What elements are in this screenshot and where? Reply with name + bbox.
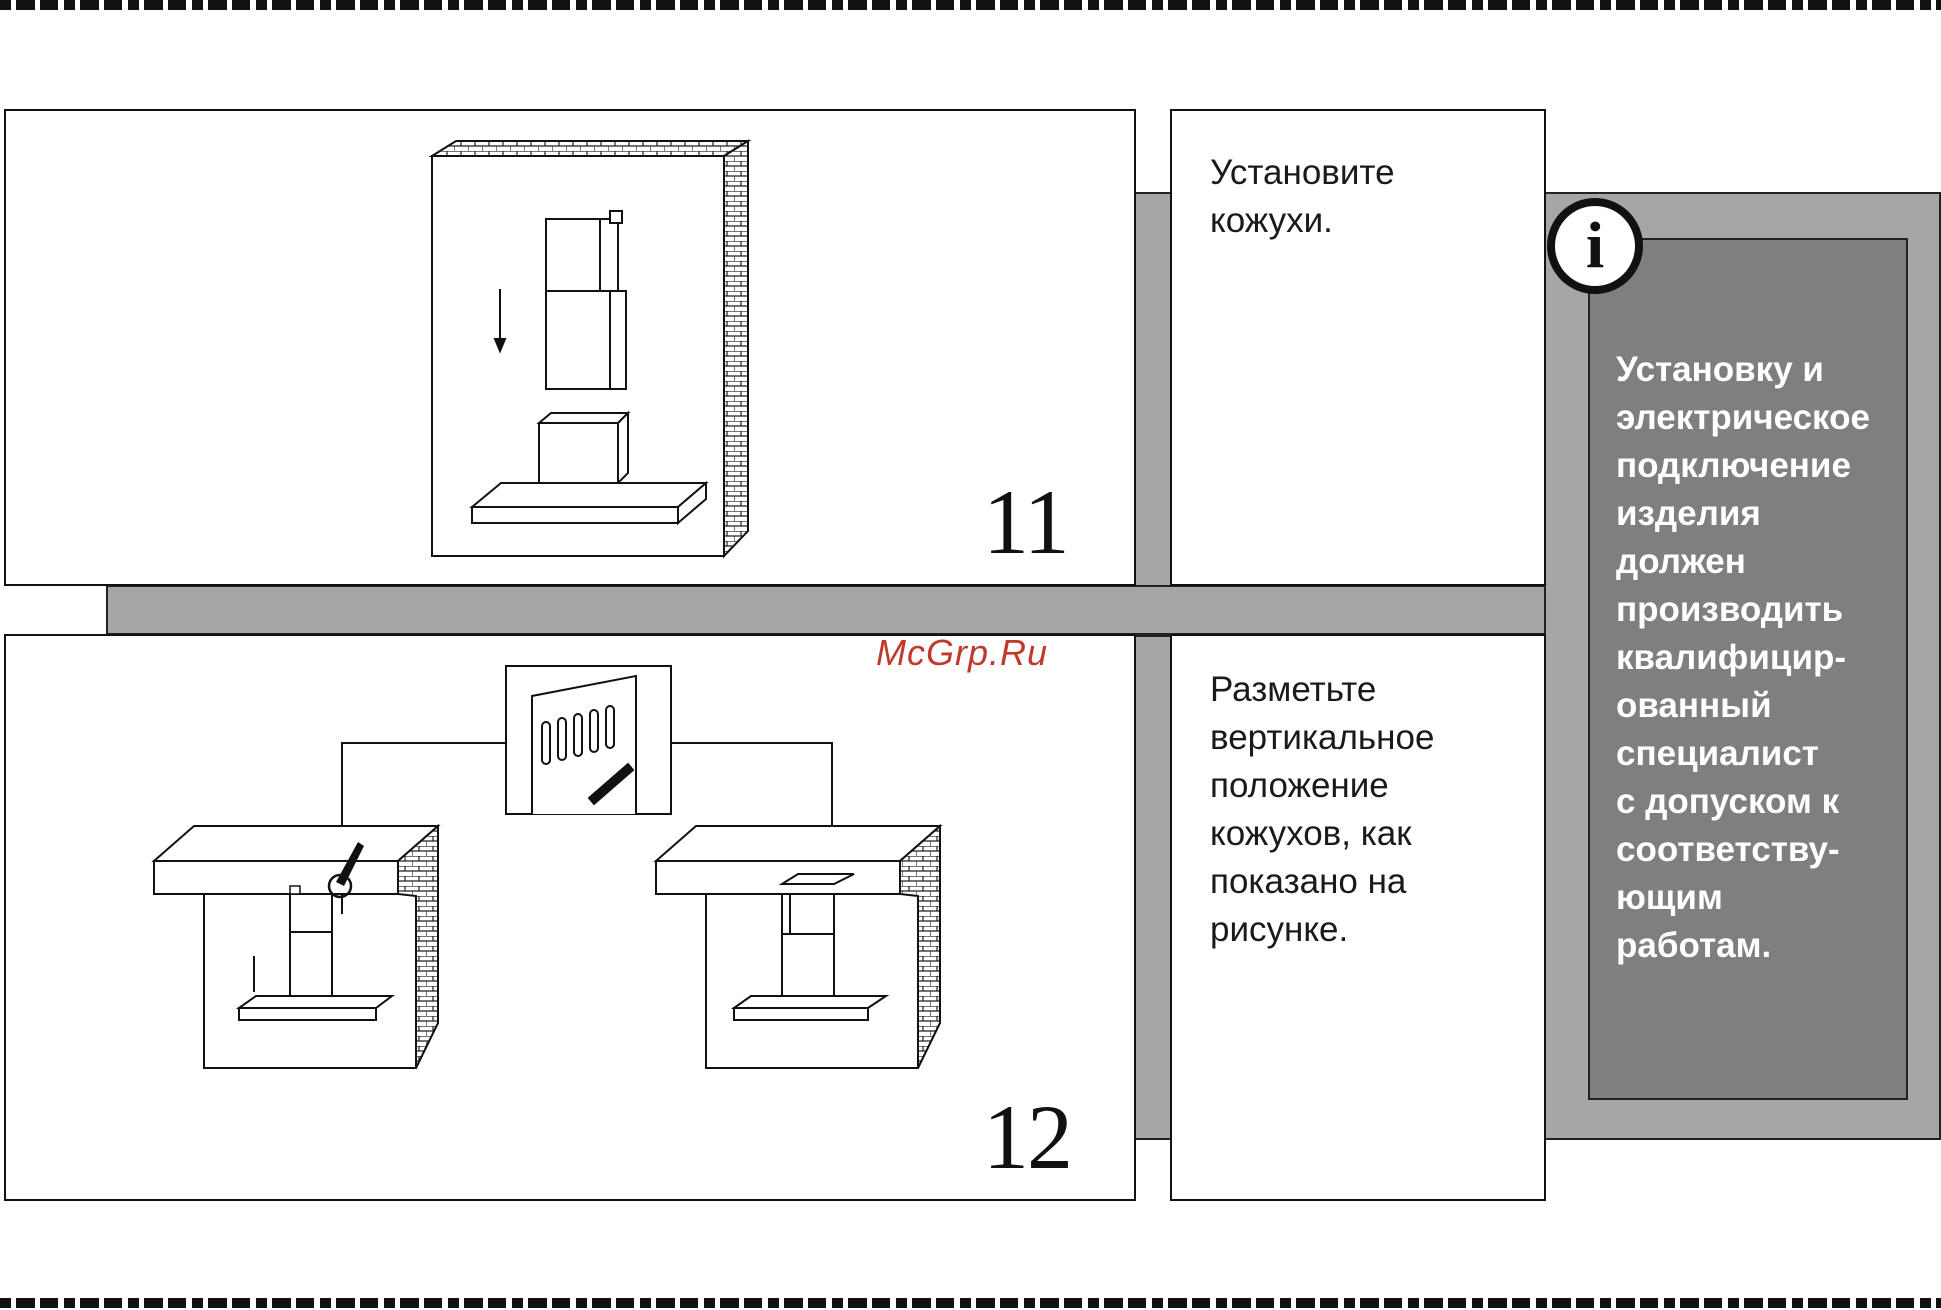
step-12-text-panel: Разметьте вертикальное положение кожухов… <box>1170 634 1546 1201</box>
chimney-cover-drawing <box>546 211 626 389</box>
step-12-drawing <box>6 636 1138 1203</box>
watermark: McGrp.Ru <box>876 632 1048 674</box>
step-12-illustration-panel: 12 <box>4 634 1136 1201</box>
info-text: Установку и электрическое подключение из… <box>1616 346 1870 970</box>
step-11-text-panel: Установите кожухи. <box>1170 109 1546 586</box>
bottom-dashed-border <box>0 1298 1941 1308</box>
top-dashed-border <box>0 0 1941 10</box>
step-11-text: Установите кожухи. <box>1210 149 1395 245</box>
info-icon: i <box>1547 198 1643 294</box>
step-11-illustration-panel: 11 <box>4 109 1136 586</box>
step-number-12: 12 <box>983 1084 1071 1190</box>
step-11-drawing <box>6 111 1138 588</box>
detail-inset <box>506 666 671 814</box>
step-12-text: Разметьте вертикальное положение кожухов… <box>1210 666 1434 954</box>
gray-band-middle <box>106 585 1560 635</box>
info-glyph: i <box>1555 206 1635 286</box>
left-room-drawing <box>154 826 438 1068</box>
right-room-drawing <box>656 826 940 1068</box>
step-number-11: 11 <box>983 469 1068 575</box>
info-box: Установку и электрическое подключение из… <box>1588 238 1908 1100</box>
